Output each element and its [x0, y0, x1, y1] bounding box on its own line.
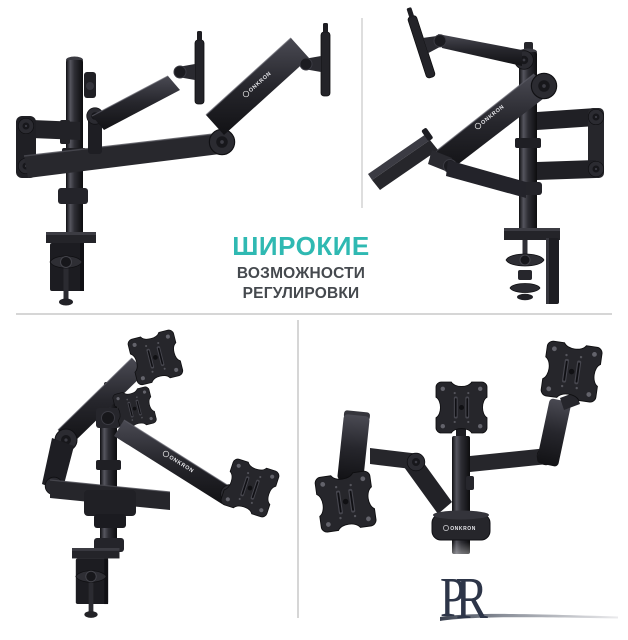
desk-clamp	[71, 547, 120, 619]
monitor-head	[173, 30, 205, 105]
vesa-plate	[435, 381, 488, 434]
photo-triple-arm-clamp-view: ONKRON	[42, 328, 281, 619]
divider-vertical-top	[361, 18, 363, 208]
headline: ШИРОКИЕ ВОЗМОЖНОСТИ РЕГУЛИРОВКИ	[225, 231, 377, 302]
desk-clamp	[503, 227, 561, 305]
vesa-plate	[219, 457, 281, 519]
vesa-plate	[313, 469, 378, 534]
photo-triple-arm-pole-view: ONKRON	[313, 339, 604, 576]
watermark-swoosh-line	[440, 613, 618, 621]
pr-watermark: P R	[440, 566, 618, 632]
divider-vertical-bottom	[297, 320, 299, 618]
headline-line3: РЕГУЛИРОВКИ	[242, 284, 360, 302]
watermark-letter-p: P	[440, 567, 466, 629]
vesa-plate	[539, 339, 604, 404]
photo-dual-arm-folded-view: ONKRON	[368, 0, 605, 305]
svg-text:ONKRON: ONKRON	[450, 526, 476, 532]
headline-line1: ШИРОКИЕ	[232, 231, 370, 261]
monitor-head	[299, 22, 331, 97]
watermark-letter-r: R	[456, 566, 488, 632]
photo-dual-arm-extended-view: ONKRON	[16, 22, 331, 306]
desk-clamp	[45, 231, 97, 306]
brand-logo-onkron: ONKRON	[443, 525, 476, 532]
divider-horizontal	[16, 313, 612, 315]
headline-line2: ВОЗМОЖНОСТИ	[236, 265, 366, 283]
